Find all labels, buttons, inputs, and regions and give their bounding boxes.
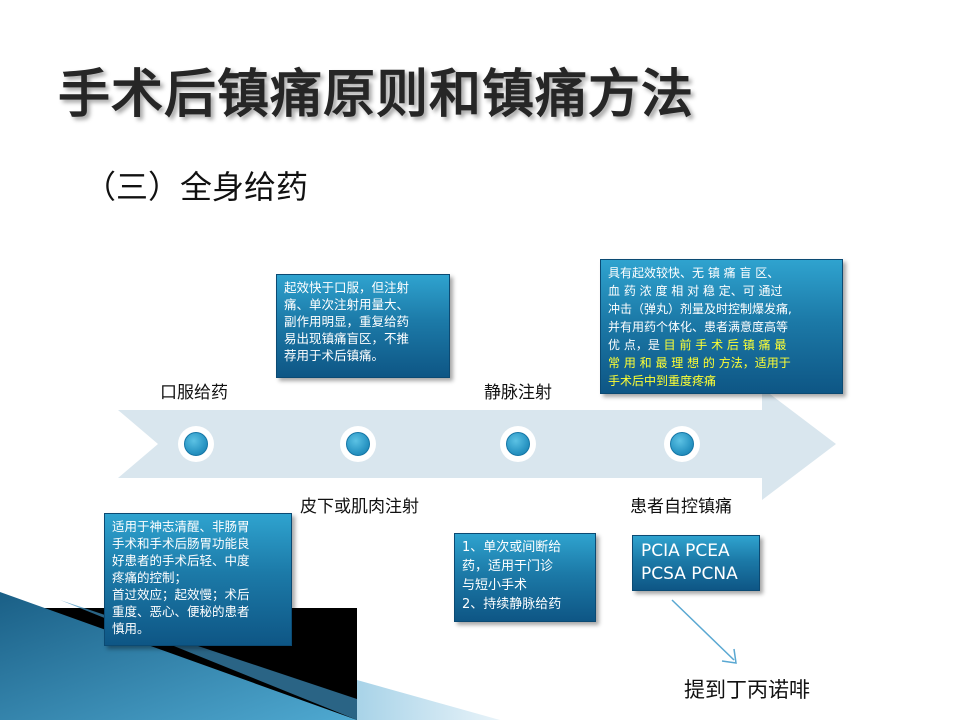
injection-info-line: 起效快于口服，但注射 [284,280,410,295]
iv-info-line: 药，适用于门诊 [462,559,554,574]
timeline-dot-injection [340,426,376,462]
oral-info-line: 适用于神志清醒、非肠胃 [112,519,250,534]
oral-info-line: 重度、恶心、便秘的患者 [112,604,250,619]
stage-label-iv: 静脉注射 [484,383,552,403]
corner-light-wedge [357,680,500,720]
timeline-dot-pca [664,426,700,462]
oral-info-line: 首过效应；起效慢；术后 [112,587,250,602]
pca-types-box: PCIA PCEA PCSA PCNA [632,535,760,591]
pca-info-text: 优 点，是 [608,338,664,352]
injection-info-box: 起效快于口服，但注射 痛、单次注射用量大、 副作用明显，重复给药 易出现镇痛盲区… [276,274,450,378]
pca-types-line: PCIA PCEA [641,541,730,561]
oral-info-line: 慎用。 [112,621,150,636]
pca-highlight-line: 手术后中到重度疼痛 [608,374,717,388]
arrow-shape [118,388,836,500]
section-subtitle: （三）全身给药 [84,168,309,206]
pca-highlight-line: 常 用 和 最 理 想 的 方法，适用于 [608,356,791,370]
pca-info-line: 并有用药个体化、患者满意度高等 [608,320,789,334]
iv-info-line: 与短小手术 [462,578,528,593]
timeline-dot-oral [178,426,214,462]
pca-info-line: 优 点，是 目 前 手 术 后 镇 痛 最 [608,336,835,354]
bottom-note: 提到丁丙诺啡 [684,678,810,702]
oral-info-box: 适用于神志清醒、非肠胃 手术和手术后肠胃功能良 好患者的手术后轻、中度 疼痛的控… [104,513,292,646]
injection-info-line: 易出现镇痛盲区，不推 [284,331,410,346]
stage-label-pca: 患者自控镇痛 [630,497,732,517]
injection-info-line: 荐用于术后镇痛。 [284,348,385,363]
oral-info-line: 好患者的手术后轻、中度 [112,553,250,568]
injection-info-line: 副作用明显，重复给药 [284,314,410,329]
pca-highlight-text: 目 前 手 术 后 镇 痛 最 [663,338,787,352]
pca-info-line: 冲击（弹丸）剂量及时控制爆发痛, [608,302,792,316]
stage-label-injection: 皮下或肌肉注射 [300,497,419,517]
oral-info-line: 疼痛的控制； [112,570,188,585]
iv-info-box: 1、单次或间断给 药，适用于门诊 与短小手术 2、持续静脉给药 [454,533,596,622]
page-title: 手术后镇痛原则和镇痛方法 [58,65,695,125]
pca-info-line: 血 药 浓 度 相 对 稳 定、可 通过 [608,284,783,298]
iv-info-line: 1、单次或间断给 [462,540,562,555]
timeline-dot-iv [500,426,536,462]
injection-info-line: 痛、单次注射用量大、 [284,297,410,312]
stage-label-oral: 口服给药 [160,383,228,403]
connector-arrowhead [721,648,737,664]
pca-info-line: 具有起效较快、无 镇 痛 盲 区、 [608,266,780,280]
iv-info-line: 2、持续静脉给药 [462,597,562,612]
pca-types-line: PCSA PCNA [641,564,738,584]
pca-info-box: 具有起效较快、无 镇 痛 盲 区、 血 药 浓 度 相 对 稳 定、可 通过 冲… [600,259,843,394]
corner-blue-wedge [0,592,357,720]
connector-line [671,599,735,661]
oral-info-line: 手术和手术后肠胃功能良 [112,536,250,551]
